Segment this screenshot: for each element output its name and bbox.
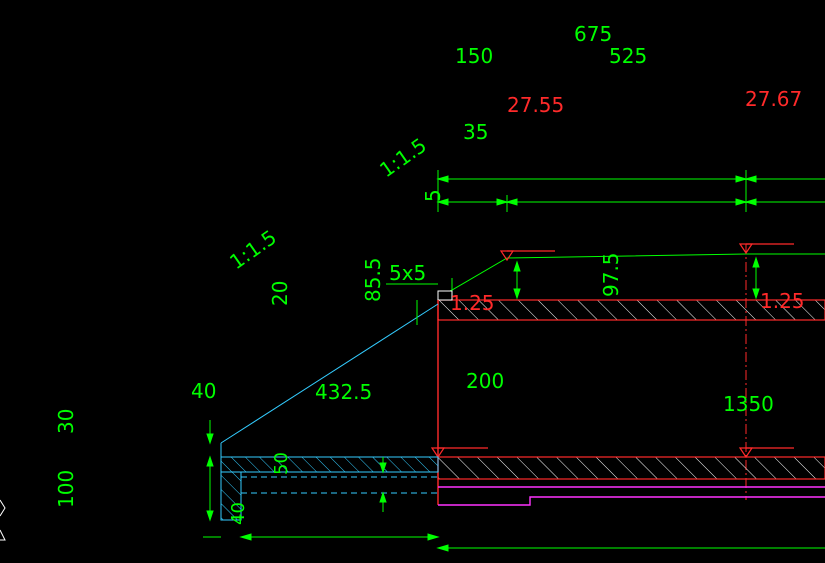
label-675: 675 — [574, 22, 612, 46]
label-chamfer: 5x5 — [389, 261, 426, 285]
label-200: 200 — [466, 369, 504, 393]
ucs-icon — [0, 499, 6, 541]
label-4325: 432.5 — [315, 380, 372, 404]
wing-wall — [220, 443, 439, 521]
label-50: 50 — [271, 452, 292, 475]
label-slope-lower: 1:1.5 — [225, 225, 281, 274]
dimension-texts: 675 150 525 35 1:1.5 5 1:1.5 5x5 85.5 97… — [54, 22, 774, 525]
elev-right: 27.67 — [745, 87, 802, 111]
label-5: 5 — [421, 189, 445, 202]
label-20: 20 — [268, 281, 292, 306]
label-40-bottom: 40 — [228, 502, 249, 525]
elev-left: 27.55 — [507, 93, 564, 117]
label-40-top: 40 — [191, 379, 216, 403]
elevation-texts: 27.55 27.67 1.25 1.25 — [450, 87, 805, 315]
slope-line — [220, 303, 439, 444]
label-855: 85.5 — [361, 257, 385, 302]
label-35: 35 — [463, 120, 488, 144]
label-slope-upper: 1:1.5 — [375, 133, 431, 182]
chamfer-block — [437, 290, 453, 301]
label-525: 525 — [609, 44, 647, 68]
label-100: 100 — [54, 470, 78, 508]
top-dimension-lines — [436, 170, 825, 212]
label-975: 97.5 — [599, 252, 623, 297]
bottom-slab — [437, 456, 825, 480]
label-150: 150 — [455, 44, 493, 68]
elev-125-left: 1.25 — [450, 291, 495, 315]
label-1350: 1350 — [723, 392, 774, 416]
left-dims — [203, 283, 825, 552]
label-30: 30 — [54, 409, 78, 434]
pipe-lines — [438, 486, 825, 506]
elev-125-right: 1.25 — [760, 289, 805, 313]
